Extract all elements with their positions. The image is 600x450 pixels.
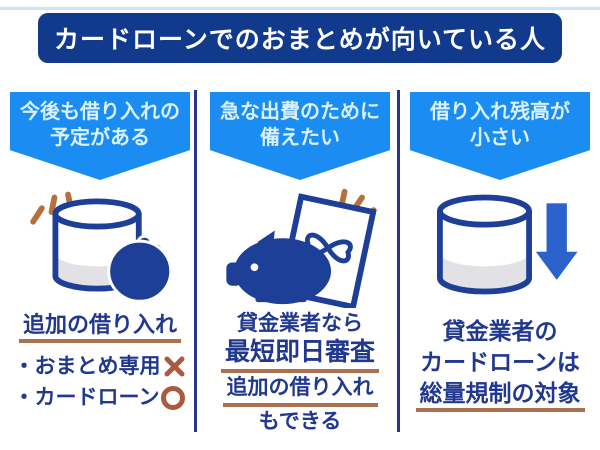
piggy-bank-and-gift-icon: [200, 182, 400, 311]
text-line: 貸金業者なら: [237, 312, 363, 335]
bullet-label: ・カードローン: [13, 386, 160, 410]
page-title: カードローンでのおまとめが向いている人: [53, 26, 546, 54]
circle-mark-icon: [161, 385, 186, 410]
money-cylinder-and-coin-purse-icon: [0, 182, 200, 308]
column-small-balance: 借り入れ残高が 小さい 貸金業者の カードローンは 総量規制の対象: [400, 90, 600, 440]
text-line: 貸金業者の: [442, 318, 558, 344]
balance-decrease-cylinder-icon: [400, 182, 600, 308]
underlined-heading: 追加の借り入れ: [18, 312, 181, 344]
column-divider: [194, 90, 197, 432]
column-divider: [397, 90, 400, 432]
header-banner: カードローンでのおまとめが向いている人: [38, 13, 562, 63]
text-line: カードローンは: [420, 349, 580, 375]
column-text-block: 貸金業者なら 最短即日審査 追加の借り入れ もできる: [200, 310, 400, 435]
column-text-block: 貸金業者の カードローンは 総量規制の対象: [400, 316, 600, 413]
ribbon-banner: 急な出費のために 備えたい: [210, 92, 390, 180]
underlined-text-line: 総量規制の対象: [415, 380, 585, 413]
underlined-text-line: 最短即日審査: [220, 338, 379, 373]
ribbon-text-line: 小さい: [470, 127, 530, 149]
text-line: もできる: [258, 409, 342, 433]
bullet-list: ・おまとめ専用 ・カードローン: [0, 351, 200, 413]
ribbon-banner: 借り入れ残高が 小さい: [410, 92, 590, 180]
list-item: ・おまとめ専用: [0, 351, 200, 382]
column-text-block: 追加の借り入れ ・おまとめ専用 ・カードローン: [0, 312, 200, 413]
ribbon-text-line: 備えたい: [260, 127, 340, 149]
ribbon-text-line: 今後も借り入れの: [20, 101, 180, 123]
ribbon-text-line: 急な出費のために: [220, 101, 380, 123]
ribbon-text-line: 予定がある: [50, 127, 150, 149]
ribbon-banner: 今後も借り入れの 予定がある: [10, 92, 190, 180]
top-accent-line: [0, 7, 600, 10]
bullet-label: ・おまとめ専用: [13, 355, 161, 379]
column-future-borrowing: 今後も借り入れの 予定がある 追: [0, 90, 200, 440]
column-sudden-expenses: 急な出費のために 備えたい: [200, 90, 400, 440]
cross-mark-icon: [164, 356, 184, 377]
list-item: ・カードローン: [0, 382, 200, 413]
ribbon-text-line: 借り入れ残高が: [430, 101, 570, 123]
underlined-text-line: 追加の借り入れ: [222, 374, 378, 407]
down-arrow-icon: [535, 203, 578, 280]
